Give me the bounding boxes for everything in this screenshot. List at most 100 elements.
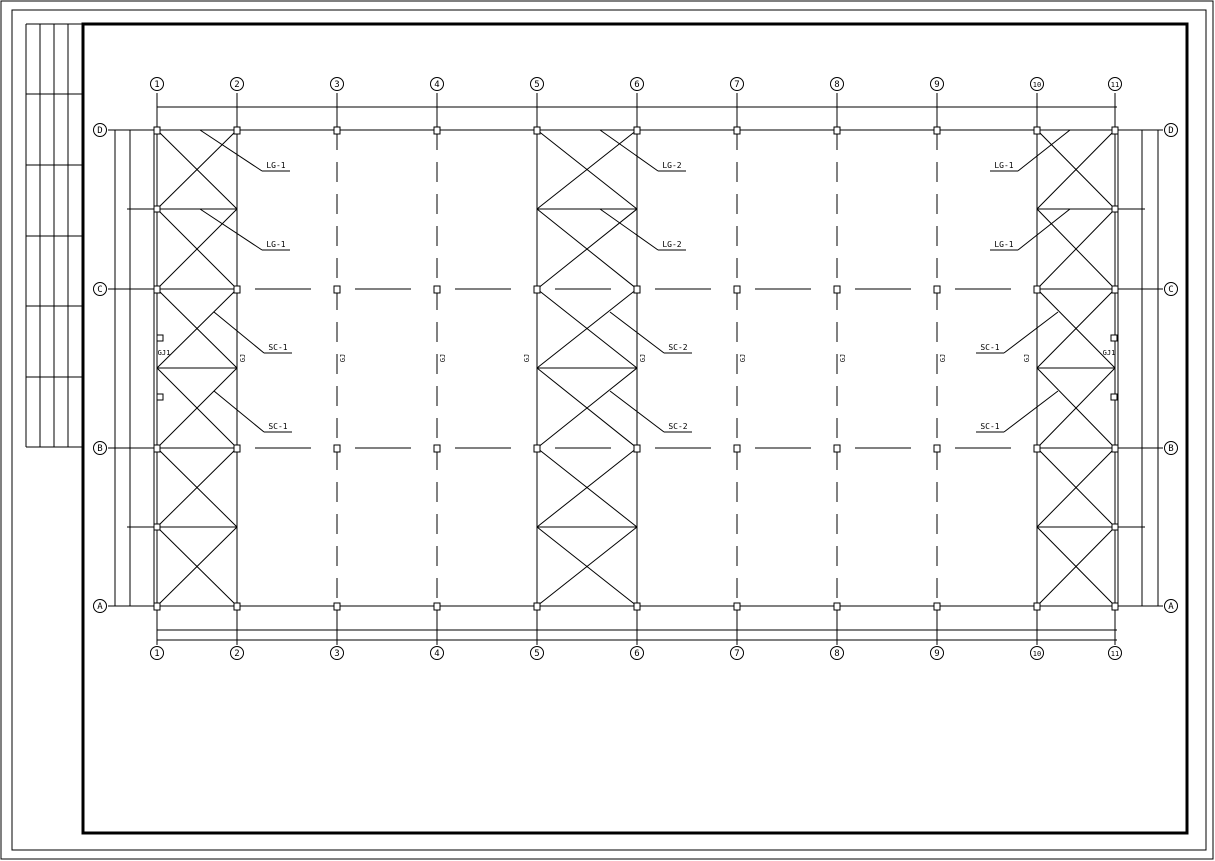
- cross-brace: [156, 129, 238, 210]
- axis-bubble: [1030, 646, 1044, 660]
- wind-column-icon: [1111, 205, 1119, 213]
- column-axis-label: 5: [534, 649, 539, 659]
- steel-column-icon: [733, 285, 741, 294]
- callout-leader: [609, 390, 665, 433]
- truss-label: GJ: [839, 354, 847, 362]
- member-label: LG-2: [662, 240, 681, 249]
- cross-brace: [1036, 447, 1116, 528]
- wind-column-icon: [156, 393, 164, 401]
- member-label: LG-2: [662, 161, 681, 170]
- cross-brace: [156, 367, 238, 449]
- column-axis-label: 10: [1033, 650, 1041, 658]
- axis-bubble: [150, 646, 164, 660]
- axis-bubble: [330, 646, 344, 660]
- steel-column-icon: [153, 602, 161, 611]
- truss-label: GJ: [939, 354, 947, 362]
- column-axis-label: 3: [334, 649, 339, 659]
- column-axis-label: 7: [734, 649, 739, 659]
- row-axis-label: C: [1168, 285, 1173, 295]
- steel-column-icon: [833, 285, 841, 294]
- steel-column-icon: [1111, 126, 1119, 135]
- steel-column-icon: [733, 602, 741, 611]
- column-axis-label: 2: [234, 649, 239, 659]
- axis-bubble: [1030, 77, 1044, 91]
- row-axis-label: D: [1168, 126, 1173, 136]
- steel-column-icon: [633, 602, 641, 611]
- wind-column-icon: [156, 334, 164, 342]
- axis-bubble: [730, 646, 744, 660]
- gable-truss-label: GJ1: [1103, 349, 1116, 357]
- axis-bubble: [430, 77, 444, 91]
- steel-column-icon: [333, 285, 341, 294]
- column-axis-label: 5: [534, 80, 539, 90]
- wind-column-icon: [1110, 393, 1118, 401]
- row-axis-label: B: [97, 444, 102, 454]
- wind-column-icon: [1110, 334, 1118, 342]
- member-label: SC-1: [268, 422, 287, 431]
- steel-column-icon: [153, 444, 161, 453]
- member-label: SC-1: [980, 422, 999, 431]
- sheet-border: [11, 9, 1207, 851]
- steel-column-icon: [733, 444, 741, 453]
- steel-column-icon: [1033, 444, 1041, 453]
- column-axis-label: 7: [734, 80, 739, 90]
- truss-label: GJ: [239, 354, 247, 362]
- steel-column-icon: [533, 126, 541, 135]
- steel-column-icon: [933, 602, 941, 611]
- member-label: LG-1: [994, 161, 1013, 170]
- steel-column-icon: [933, 444, 941, 453]
- wind-column-icon: [1111, 523, 1119, 531]
- steel-column-icon: [333, 602, 341, 611]
- row-axis-label: D: [97, 126, 102, 136]
- column-axis-label: 11: [1111, 81, 1119, 89]
- steel-column-icon: [1111, 602, 1119, 611]
- axis-bubble: [230, 77, 244, 91]
- axis-bubble: [1108, 646, 1122, 660]
- truss-label: GJ: [523, 354, 531, 362]
- steel-column-icon: [933, 126, 941, 135]
- steel-column-icon: [1033, 285, 1041, 294]
- axis-bubble: [93, 123, 107, 137]
- steel-column-icon: [433, 285, 441, 294]
- inner-border: [81, 22, 1189, 835]
- cross-brace: [536, 367, 638, 449]
- cross-brace: [536, 208, 638, 290]
- row-axis-label: C: [97, 285, 102, 295]
- column-axis-label: 3: [334, 80, 339, 90]
- column-axis-label: 4: [434, 80, 439, 90]
- steel-column-icon: [1111, 285, 1119, 294]
- braced-bay: [536, 129, 638, 607]
- column-axis-label: 11: [1111, 650, 1119, 658]
- member-label: SC-2: [668, 343, 687, 352]
- steel-column-icon: [833, 444, 841, 453]
- truss-label: GJ: [739, 354, 747, 362]
- steel-column-icon: [833, 602, 841, 611]
- column-axis-label: 1: [154, 649, 159, 659]
- steel-column-icon: [333, 444, 341, 453]
- cross-brace: [156, 526, 238, 607]
- wind-column-icon: [153, 523, 161, 531]
- row-axis-label: A: [1168, 602, 1174, 612]
- braced-bay: [156, 129, 238, 607]
- axis-bubble: [1164, 282, 1178, 296]
- callout-leader: [213, 311, 265, 354]
- axis-bubble: [1164, 441, 1178, 455]
- axis-bubble: [1108, 77, 1122, 91]
- steel-column-icon: [1033, 126, 1041, 135]
- column-axis-label: 2: [234, 80, 239, 90]
- steel-column-icon: [733, 126, 741, 135]
- steel-column-icon: [333, 126, 341, 135]
- steel-column-icon: [833, 126, 841, 135]
- member-label: LG-1: [266, 240, 285, 249]
- axis-bubble: [630, 77, 644, 91]
- callout-leader: [1017, 129, 1071, 172]
- steel-column-icon: [533, 444, 541, 453]
- steel-column-icon: [1033, 602, 1041, 611]
- callout-leader: [199, 208, 263, 251]
- steel-column-icon: [153, 126, 161, 135]
- steel-column-icon: [633, 444, 641, 453]
